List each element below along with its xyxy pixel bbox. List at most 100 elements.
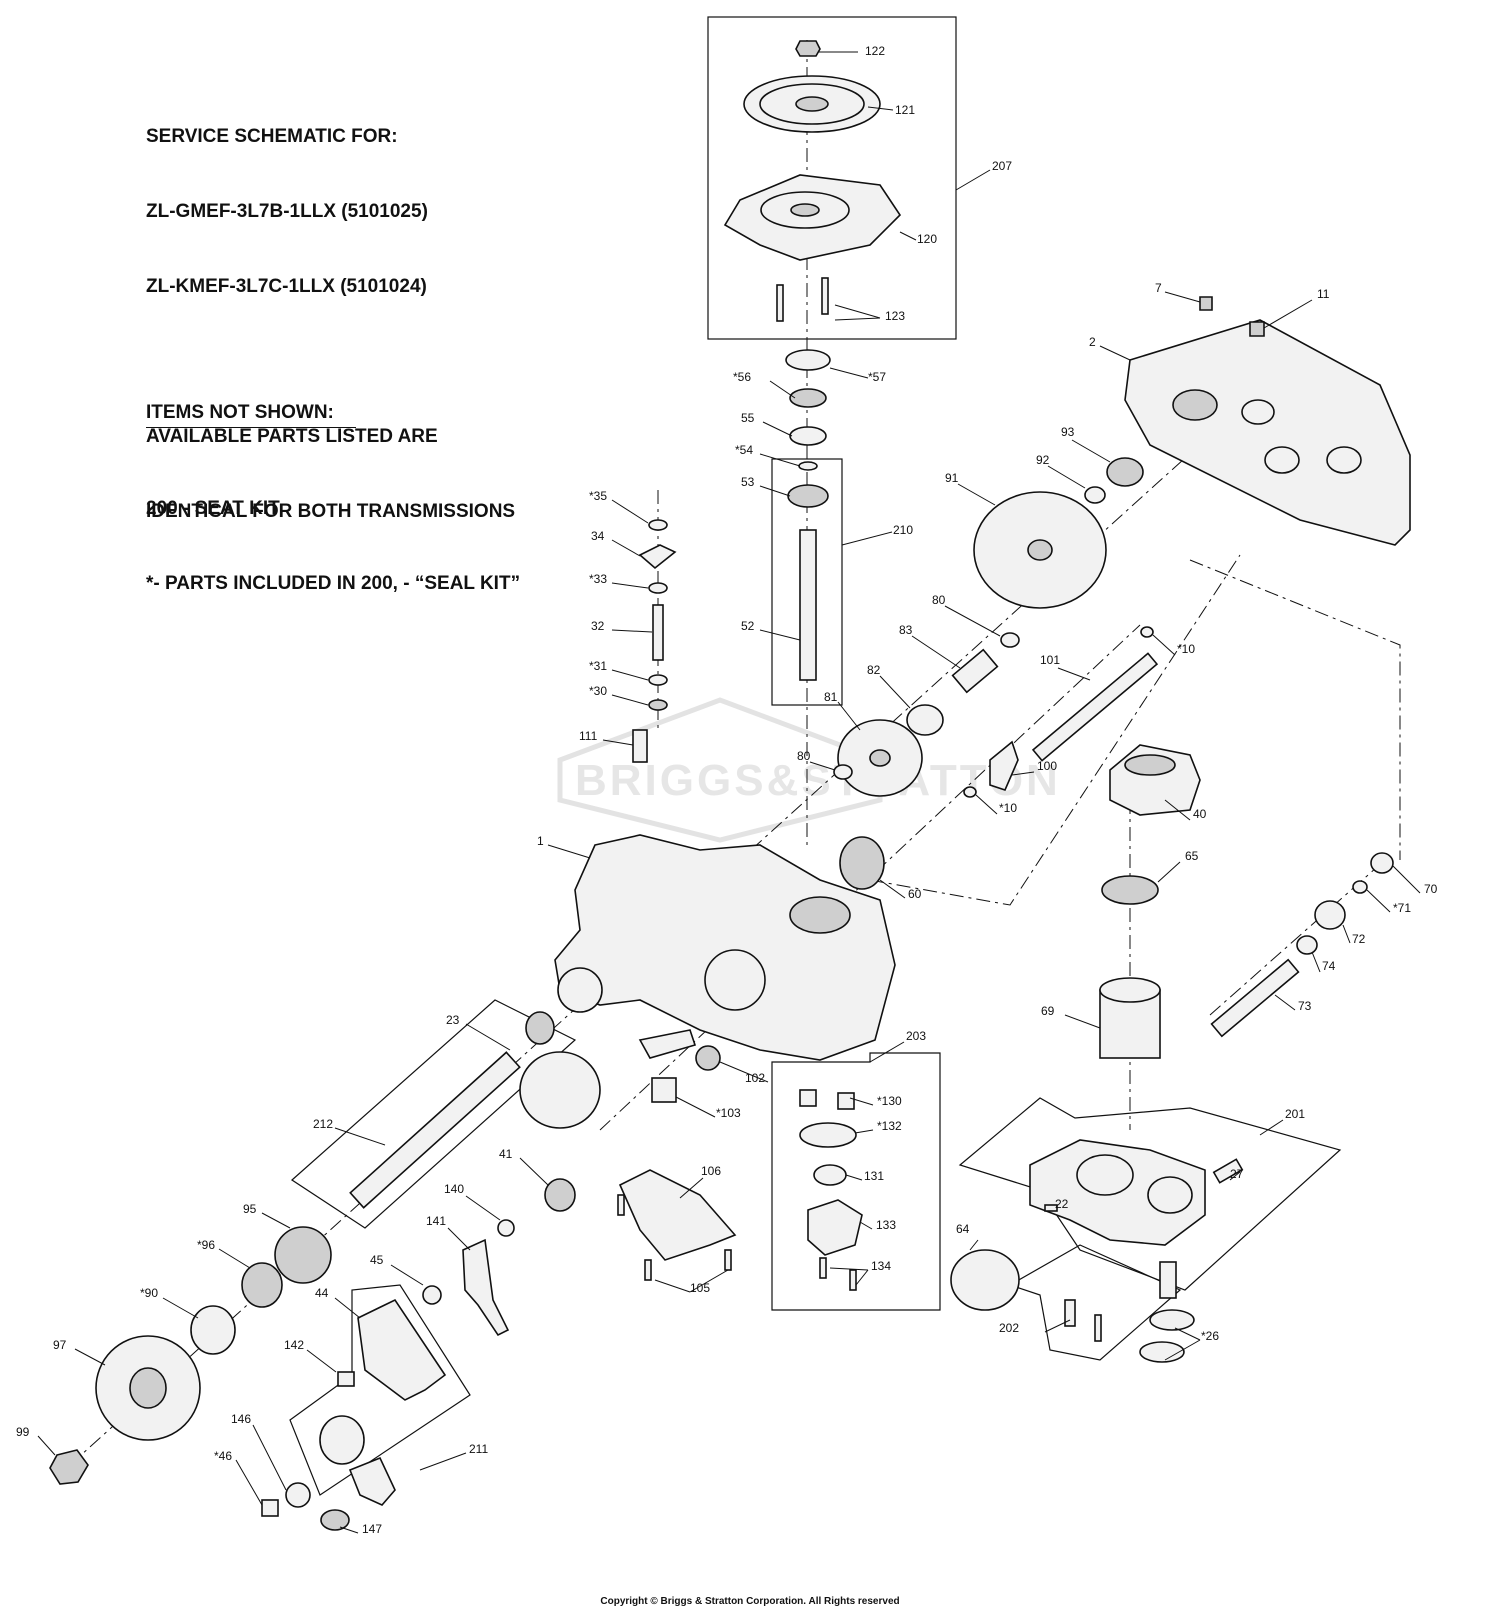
part-10-washer-lower bbox=[963, 786, 977, 798]
callout-label: 83 bbox=[899, 623, 913, 637]
callout-label: 69 bbox=[1041, 1004, 1055, 1018]
callout-label: 97 bbox=[53, 1338, 67, 1352]
part-100-arm bbox=[989, 740, 1019, 791]
part-96-seal bbox=[241, 1262, 283, 1308]
callout-label: 72 bbox=[1352, 932, 1366, 946]
part-10-washer-upper bbox=[1140, 626, 1154, 638]
callout-label: 55 bbox=[741, 411, 755, 425]
part-202-relief-valve bbox=[1064, 1299, 1102, 1342]
header-notes: SERVICE SCHEMATIC FOR: ZL-GMEF-3L7B-1LLX… bbox=[146, 74, 515, 549]
header-line-1: SERVICE SCHEMATIC FOR: bbox=[146, 126, 398, 147]
part-212-axle bbox=[349, 1051, 521, 1209]
callout-label: 134 bbox=[871, 1259, 891, 1273]
part-22-pin bbox=[1044, 1204, 1058, 1212]
callout-label: 210 bbox=[893, 523, 913, 537]
part-81-gear bbox=[837, 719, 923, 797]
items-not-shown-line-1: 200 - SEAT KIT bbox=[146, 498, 280, 519]
part-80-washer-lower bbox=[833, 764, 853, 780]
callout-label: 201 bbox=[1285, 1107, 1305, 1121]
callout-label: 106 bbox=[701, 1164, 721, 1178]
callout-label: 45 bbox=[370, 1253, 384, 1267]
part-72-pinion bbox=[1314, 900, 1346, 930]
part-92-washer bbox=[1084, 486, 1106, 504]
callout-label: 100 bbox=[1037, 759, 1057, 773]
callout-label: 211 bbox=[469, 1442, 488, 1456]
callout-label: 80 bbox=[797, 749, 811, 763]
group-box-202 bbox=[1008, 1244, 1182, 1361]
callout-label: 203 bbox=[906, 1029, 926, 1043]
callout-label: 53 bbox=[741, 475, 755, 489]
callout-label: 133 bbox=[876, 1218, 896, 1232]
part-93-bearing bbox=[1106, 457, 1144, 487]
part-97-hub bbox=[95, 1335, 201, 1441]
callout-label: *54 bbox=[735, 443, 753, 457]
part-26-seal-lower bbox=[1139, 1341, 1185, 1363]
callout-label: 91 bbox=[945, 471, 959, 485]
part-35-washer bbox=[648, 519, 668, 531]
part-2-cover bbox=[1124, 319, 1411, 546]
part-57-snap-ring bbox=[785, 349, 831, 371]
header-line-6: IDENTICAL FOR BOTH TRANSMISSIONS bbox=[146, 501, 516, 522]
group-box-212 bbox=[291, 999, 577, 1229]
part-99-nut bbox=[49, 1449, 89, 1485]
part-70-washer bbox=[1370, 852, 1394, 874]
callout-label: 60 bbox=[908, 887, 922, 901]
part-44-bracket bbox=[357, 1298, 447, 1401]
header-line-5: AVAILABLE PARTS LISTED ARE bbox=[146, 426, 438, 447]
part-53-bearing bbox=[787, 484, 829, 508]
part-33-o-ring bbox=[648, 582, 668, 594]
callout-label: *35 bbox=[589, 489, 607, 503]
part-7-bolt bbox=[1199, 296, 1213, 311]
callout-labels: 122121207120123*57*5655*545321052*3534*3… bbox=[16, 44, 1438, 1536]
part-211-control-arm bbox=[319, 1415, 396, 1506]
part-45-washer bbox=[422, 1285, 442, 1305]
callout-label: *130 bbox=[877, 1094, 902, 1108]
callout-label: 2 bbox=[1089, 335, 1096, 349]
part-64-cylinder-block bbox=[950, 1249, 1020, 1311]
part-83-spacer bbox=[951, 648, 999, 694]
part-106-cover-plate bbox=[618, 1169, 737, 1261]
callout-label: 64 bbox=[956, 1222, 970, 1236]
part-102-arm bbox=[638, 1029, 697, 1059]
callout-label: 65 bbox=[1185, 849, 1199, 863]
part-71-clip bbox=[1352, 880, 1368, 894]
callout-label: *132 bbox=[877, 1119, 902, 1133]
part-133-plate bbox=[807, 1199, 863, 1256]
callout-label: 131 bbox=[864, 1169, 884, 1183]
callout-label: *103 bbox=[716, 1106, 741, 1120]
part-95-bearing bbox=[274, 1226, 332, 1284]
part-73-shaft bbox=[1210, 958, 1300, 1038]
part-146-washer bbox=[285, 1482, 311, 1508]
header-line-3: ZL-KMEF-3L7C-1LLX (5101024) bbox=[146, 276, 427, 297]
part-82-pinion bbox=[906, 704, 944, 736]
part-90-snap-ring bbox=[190, 1305, 236, 1355]
callout-label: 7 bbox=[1155, 281, 1162, 295]
callout-label: 81 bbox=[824, 690, 838, 704]
part-27-bolt bbox=[1212, 1158, 1244, 1184]
callout-label: 102 bbox=[745, 1071, 765, 1085]
axis-left-connector bbox=[869, 554, 1241, 906]
callout-label: 120 bbox=[917, 232, 937, 246]
callout-label: 142 bbox=[284, 1338, 304, 1352]
part-40-swashplate-housing bbox=[1109, 744, 1201, 816]
callout-label: 52 bbox=[741, 619, 755, 633]
part-31-clip bbox=[648, 674, 668, 686]
watermark-logo: BRIGGS&STRATTON bbox=[557, 697, 1058, 843]
items-not-shown-title: ITEMS NOT SHOWN: bbox=[146, 400, 356, 428]
part-46-bolt bbox=[261, 1499, 279, 1517]
part-41-seal bbox=[544, 1178, 576, 1212]
callout-label: 99 bbox=[16, 1425, 30, 1439]
part-91-gear bbox=[973, 491, 1107, 609]
part-26-plug bbox=[1159, 1261, 1177, 1299]
part-80-washer-upper bbox=[1000, 632, 1020, 648]
callout-label: 74 bbox=[1322, 959, 1336, 973]
callout-label: 101 bbox=[1040, 653, 1060, 667]
callout-label: 41 bbox=[499, 1147, 513, 1161]
part-23-bearing bbox=[525, 1011, 555, 1045]
part-103-bracket bbox=[651, 1077, 677, 1103]
callout-label: *10 bbox=[999, 801, 1017, 815]
part-55-washer bbox=[789, 426, 827, 446]
part-56-seal bbox=[789, 388, 827, 408]
callout-label: *56 bbox=[733, 370, 751, 384]
callout-label: 122 bbox=[865, 44, 885, 58]
